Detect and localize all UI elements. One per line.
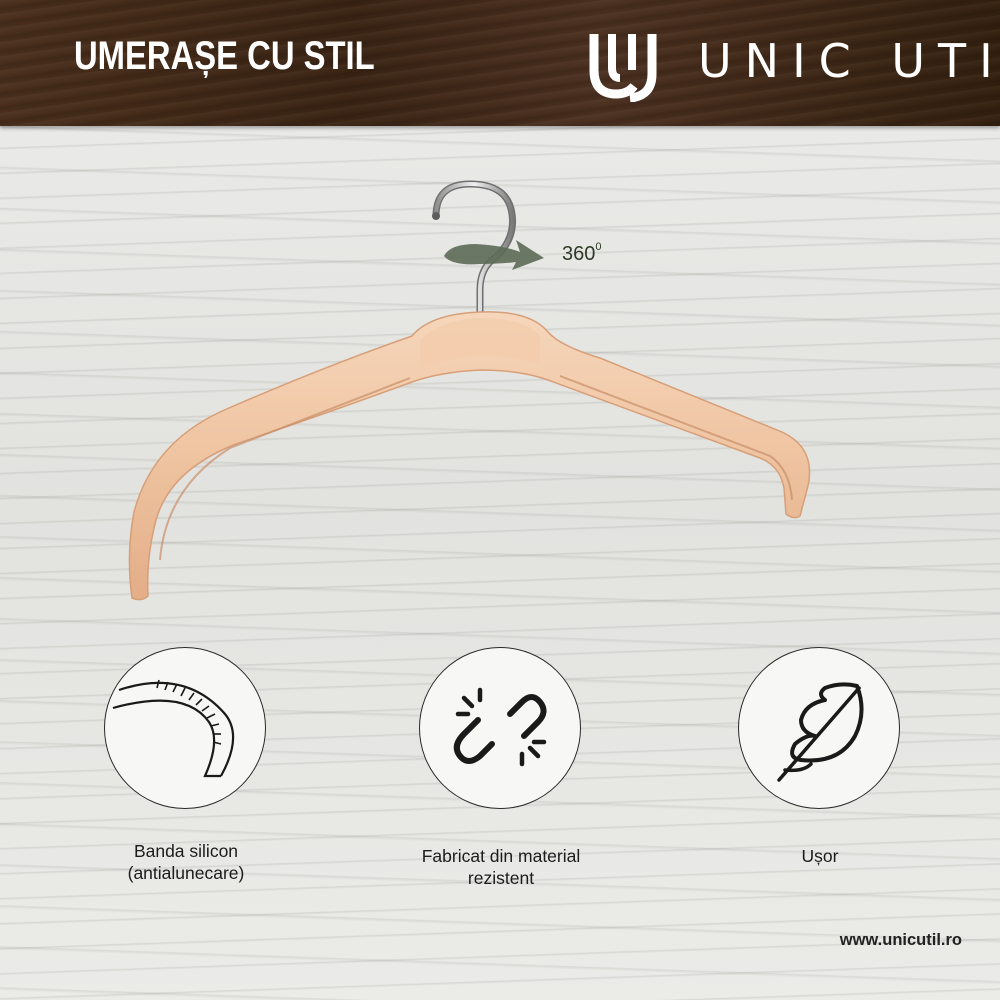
feature-strength-circle: [419, 647, 581, 809]
broken-chain-icon: [453, 687, 547, 767]
feature-label-strength: Fabricat din material rezistent: [381, 845, 621, 889]
header-banner: UMERAȘE CU STIL UNIC UTIL: [0, 0, 1000, 126]
silicon-strip-icon: [112, 679, 235, 778]
rotation-value: 360: [562, 243, 596, 265]
feature-label-line2: rezistent: [467, 868, 535, 888]
feather-icon: [777, 682, 864, 782]
feature-label-line2: (antialunecare): [127, 863, 245, 883]
feature-label-line1: Banda silicon: [133, 841, 239, 861]
website-link[interactable]: www.unicutil.ro: [839, 931, 962, 949]
feature-silicon-circle: [104, 647, 266, 809]
feature-light-circle: [738, 647, 900, 809]
feature-label-line1: Fabricat din material: [421, 846, 581, 866]
feature-label-line1: Ușor: [801, 846, 839, 866]
feature-label-light: Ușor: [700, 845, 940, 867]
rotation-arrow: [444, 240, 544, 270]
rotation-unit: 0: [595, 241, 602, 253]
hanger-body: [128, 311, 811, 601]
hanger-image: [128, 180, 811, 601]
brand-name: UNIC UTIL: [698, 34, 1000, 88]
page-title: UMERAȘE CU STIL: [74, 34, 375, 78]
feature-label-silicon: Banda silicon (antialunecare): [66, 840, 306, 884]
brand-logo: [589, 34, 657, 102]
rotation-label: 3600: [562, 241, 602, 266]
